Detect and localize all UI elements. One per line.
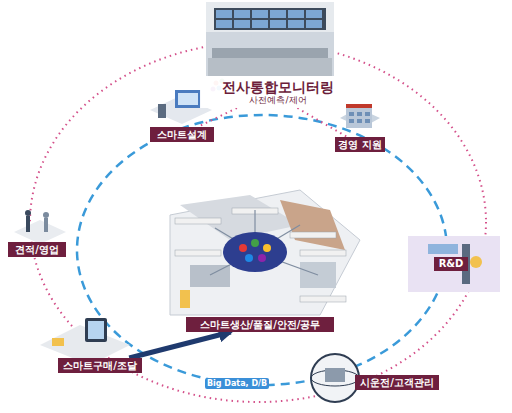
band-label: Big Data, D/B bbox=[205, 378, 269, 389]
node-title: 스마트구매/조달 bbox=[63, 360, 137, 372]
node-subtitle: 사전예측/제어 bbox=[233, 95, 306, 106]
category-tag: 스마트설계 bbox=[150, 127, 214, 142]
category-tag: 시운전/고객관리 bbox=[355, 375, 439, 390]
monitoring-room bbox=[206, 2, 334, 76]
service-illustration bbox=[311, 354, 359, 402]
node-title: 견적/영업 bbox=[15, 244, 59, 256]
node-title: 스마트생산/품질/안전/공무 bbox=[200, 319, 321, 331]
dotted-ring bbox=[30, 42, 486, 402]
flow-arrow bbox=[129, 332, 230, 358]
category-tag: 스마트생산/품질/안전/공무 bbox=[186, 317, 334, 332]
category-tag: R&D bbox=[434, 257, 468, 271]
rnd-illustration bbox=[408, 236, 500, 292]
node-title: 전사통합모니터링 bbox=[206, 79, 334, 95]
node-title: 경영 지원 bbox=[338, 139, 381, 151]
building-illustration bbox=[340, 104, 380, 128]
node-title: 시운전/고객관리 bbox=[360, 377, 434, 389]
monitoring-node: 전사통합모니터링사전예측/제어 bbox=[200, 76, 340, 108]
category-tag: 경영 지원 bbox=[335, 137, 385, 152]
node-title: 스마트설계 bbox=[157, 129, 207, 141]
dotted-link bbox=[198, 108, 237, 127]
sales-illustration bbox=[14, 210, 66, 244]
factory-illustration bbox=[170, 190, 360, 315]
dotted-link bbox=[297, 108, 347, 137]
node-title: R&D bbox=[439, 258, 464, 270]
category-tag: 스마트구매/조달 bbox=[58, 358, 142, 373]
category-tag: 견적/영업 bbox=[8, 242, 66, 257]
dashed-ring bbox=[77, 115, 447, 385]
